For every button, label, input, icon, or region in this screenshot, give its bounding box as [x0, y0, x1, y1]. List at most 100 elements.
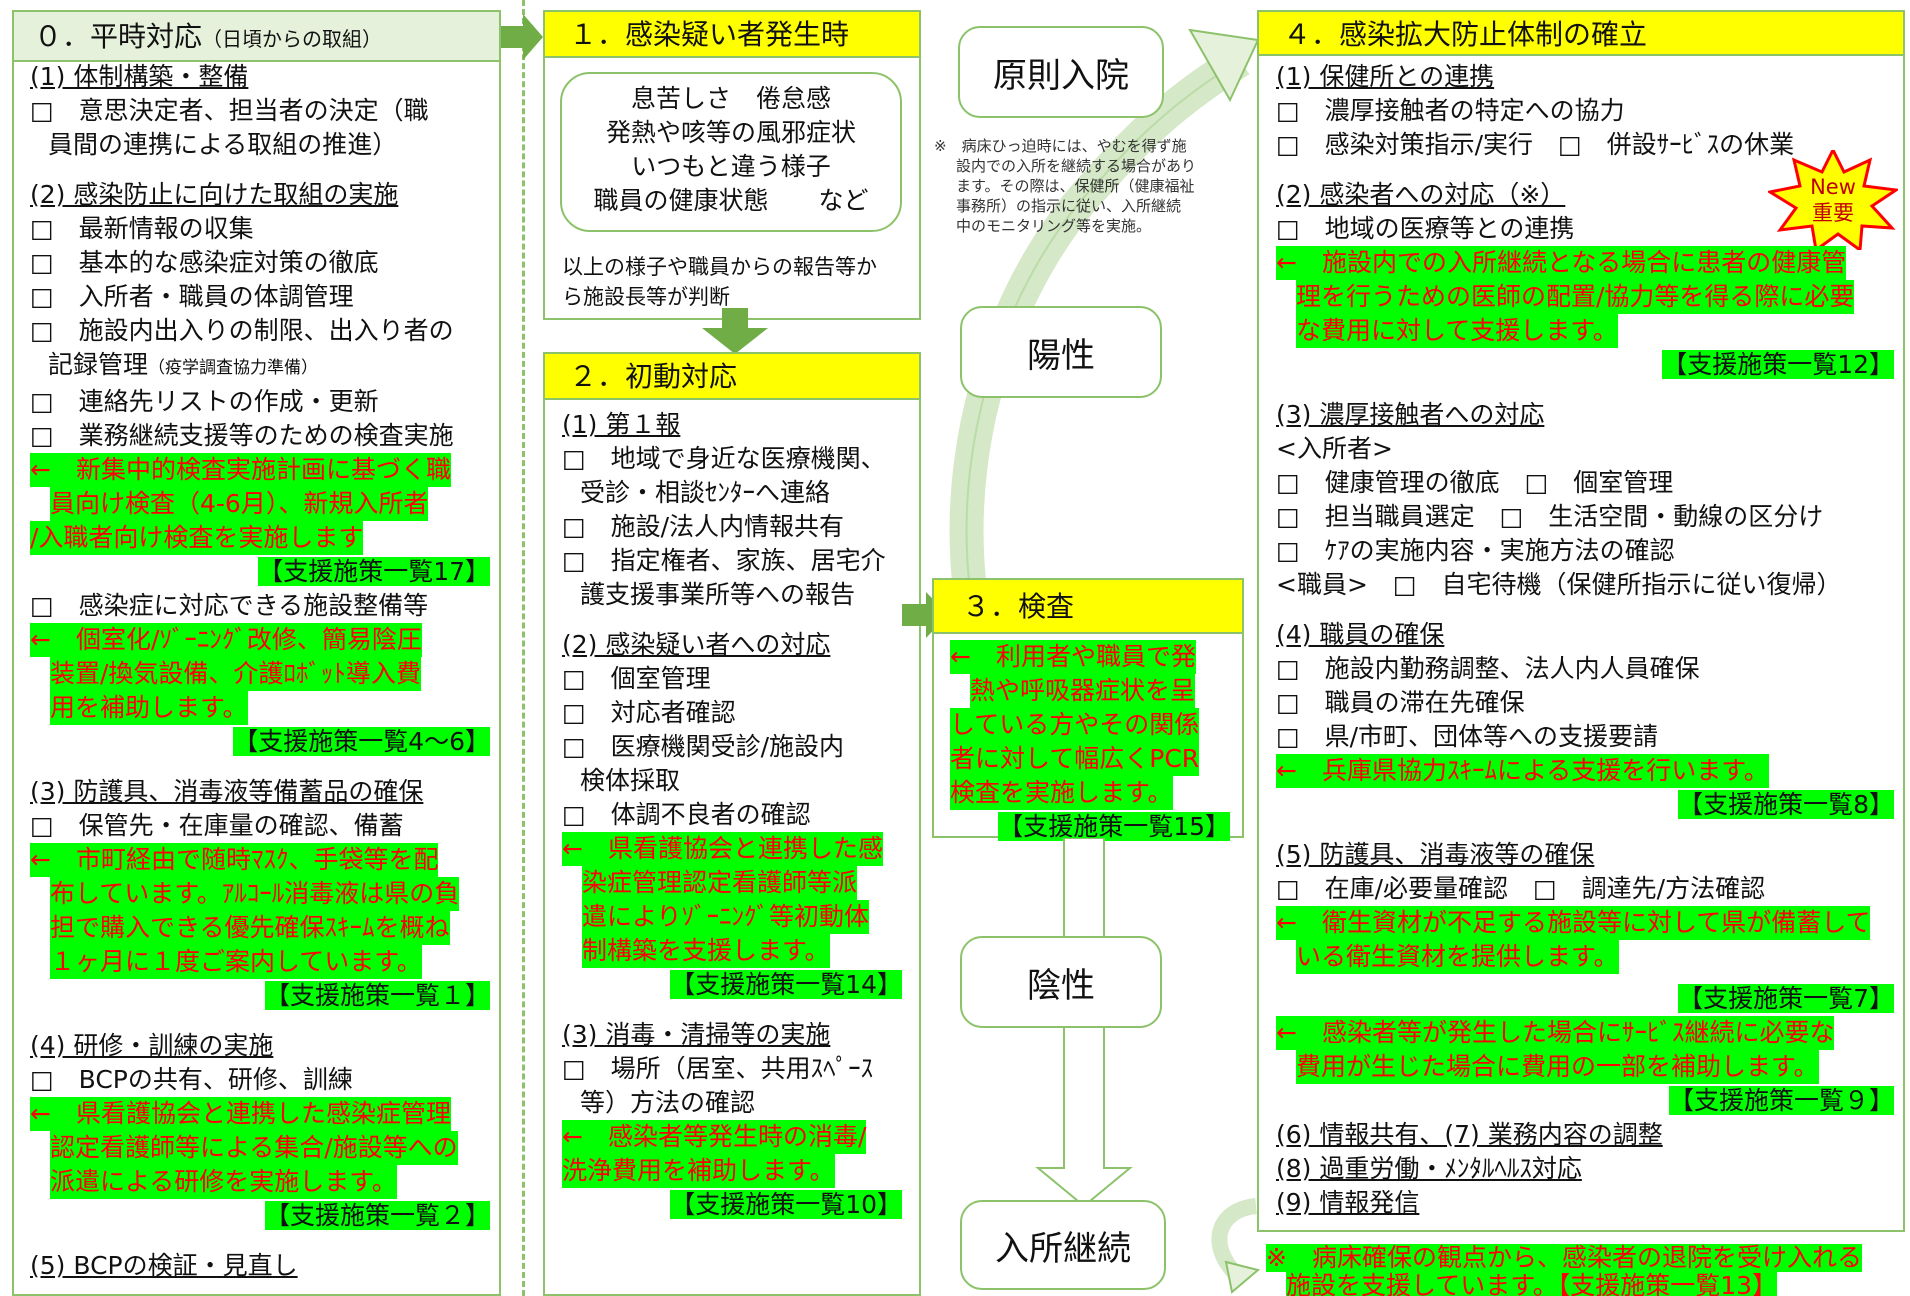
- positive-box: 陽性: [960, 306, 1162, 398]
- col4-s4-ref: 【支援施策一覧8】: [1678, 790, 1894, 819]
- col0-s3-red-c: 担で購入できる優先確保ｽｷｰﾑを概ね: [50, 911, 450, 945]
- col4-s8: (8) 過重労働・ﾒﾝﾀﾙﾍﾙｽ対応: [1276, 1154, 1582, 1183]
- col0-s2-red1c: /入職者向け検査を実施します: [30, 521, 364, 555]
- col4-s5-red2a: ← 感染者等が発生した場合にｻｰﾋﾞｽ継続に必要な: [1276, 1016, 1835, 1050]
- col2-s2-i3b: 検体採取: [580, 766, 681, 795]
- col4-s1-i1: □ 濃厚接触者の特定への協力: [1276, 96, 1625, 125]
- col0-s1-head: (1) 体制構築・整備: [30, 62, 249, 91]
- col0-s2-i1: □ 最新情報の収集: [30, 214, 254, 243]
- test-ref: 【支援施策一覧15】: [998, 812, 1230, 841]
- symptom-1: 息苦しさ 倦怠感: [630, 84, 831, 113]
- col4-s5-red1a: ← 衛生資材が不足する施設等に対して県が備蓄して: [1276, 906, 1871, 940]
- col0-s2-red1b: 員向け検査（4-6月）、新規入所者: [50, 487, 429, 521]
- dashed-divider: [522, 0, 525, 1296]
- col2-s2-ref: 【支援施策一覧14】: [670, 970, 902, 999]
- col1-header: １．感染疑い者発生時: [543, 10, 921, 58]
- col0-title: ０．平時対応: [34, 20, 203, 53]
- arrow-right-icon: [501, 14, 543, 60]
- test-content: ← 利用者や職員で発 熱や呼吸器症状を呈 している方やその関係 者に対して幅広く…: [950, 640, 1230, 844]
- col2-s1-i3a: □ 指定権者、家族、居宅介: [562, 546, 886, 575]
- col0-s4-ref: 【支援施策一覧２】: [264, 1201, 490, 1230]
- col2-s3-red-b: 洗浄費用を補助します。: [562, 1154, 835, 1188]
- test-red-e: 検査を実施します。: [950, 776, 1173, 810]
- col0-s4-i1: □ BCPの共有、研修、訓練: [30, 1065, 353, 1094]
- bottom-note: ※ 病床確保の観点から、感染者の退院を受け入れる 施設を支援しています。【支援施…: [1266, 1244, 1906, 1296]
- col0-header: ０．平時対応（日頃からの取組）: [12, 10, 501, 62]
- col4-s3-i4: <職員> □ 自宅待機（保健所指示に従い復帰）: [1276, 570, 1842, 599]
- continue-box: 入所継続: [960, 1200, 1166, 1290]
- col2-s2-red-a: ← 県看護協会と連携した感: [562, 832, 883, 866]
- test-title: ３．検査: [962, 590, 1075, 623]
- col0-s2-i5: □ 連絡先リストの作成・更新: [30, 387, 379, 416]
- col2-s2-red-d: 制構築を支援します。: [582, 934, 830, 968]
- test-red-b: 熱や呼吸器症状を呈: [970, 674, 1196, 708]
- symptom-4: 職員の健康状態 など: [593, 186, 869, 215]
- col2-s3-ref: 【支援施策一覧10】: [670, 1190, 902, 1219]
- col0-s2-i4b-small: （疫学調査協力準備）: [148, 358, 319, 378]
- symptom-3: いつもと違う様子: [631, 152, 831, 181]
- note-1: ※ 病床ひっ迫時には、やむを得ず施: [934, 137, 1187, 155]
- col4-s2-red-c: な費用に対して支援します。: [1296, 314, 1618, 348]
- col2-s2-i4: □ 体調不良者の確認: [562, 800, 811, 829]
- col4-s5-red2b: 費用が生じた場合に費用の一部を補助します。: [1296, 1050, 1819, 1084]
- col2-title: ２．初動対応: [569, 360, 738, 393]
- judge-text: 以上の様子や職員からの報告等か ら施設長等が判断: [562, 252, 877, 312]
- bottom-note-a: ※ 病床確保の観点から、感染者の退院を受け入れる: [1266, 1243, 1862, 1272]
- col0-s3-head: (3) 防護具、消毒液等備蓄品の確保: [30, 777, 424, 806]
- note-3: ます。その際は、保健所（健康福祉: [956, 177, 1195, 195]
- principle-box: 原則入院: [958, 26, 1164, 118]
- starburst-badge-icon: [1768, 150, 1898, 250]
- arrow-down-icon: [702, 308, 768, 354]
- badge-important: 重要: [1812, 201, 1854, 225]
- col4-s1-head: (1) 保健所との連携: [1276, 62, 1495, 91]
- col0-s2-ref1: 【支援施策一覧17】: [258, 557, 490, 586]
- col0-s4-red-b: 認定看護師等による集合/施設等への: [50, 1131, 458, 1165]
- col4-s2-red-a: ← 施設内での入所継続となる場合に患者の健康管: [1276, 246, 1847, 280]
- col4-s5-red1b: いる衛生資材を提供します。: [1296, 940, 1619, 974]
- col0-s2-red2b: 装置/換気設備、介護ﾛﾎﾞｯﾄ導入費: [50, 657, 421, 691]
- col0-s2-red1a: ← 新集中的検査実施計画に基づく職: [30, 453, 451, 487]
- col2-s3-i1a: □ 場所（居室、共用ｽﾍﾟｰｽ: [562, 1054, 874, 1083]
- test-red-c: している方やその関係: [950, 708, 1200, 742]
- col4-s6: (6) 情報共有、(7) 業務内容の調整: [1276, 1120, 1663, 1149]
- negative-box: 陰性: [960, 936, 1162, 1028]
- col0-s1-i1a: □ 意思決定者、担当者の決定（職: [30, 96, 429, 125]
- note-2: 設内での入所を継続する場合があり: [956, 157, 1197, 175]
- col2-s1-head: (1) 第１報: [562, 410, 681, 439]
- note-4: 事務所）の指示に従い、入所継続: [956, 197, 1182, 215]
- col4-s2-head: (2) 感染者への対応（※）: [1276, 180, 1566, 209]
- bottom-note-b: 施設を支援しています。【支援施策一覧13】: [1286, 1272, 1778, 1296]
- badge-new: New: [1810, 175, 1856, 199]
- col2-s1-i1a: □ 地域で身近な医療機関、: [562, 444, 886, 473]
- test-red-a: ← 利用者や職員で発: [950, 640, 1196, 674]
- col0-s3-ref: 【支援施策一覧１】: [264, 981, 490, 1010]
- col4-s4-i1: □ 施設内勤務調整、法人内人員確保: [1276, 654, 1700, 683]
- col4-s3-i2: □ 担当職員選定 □ 生活空間・動線の区分け: [1276, 502, 1824, 531]
- col4-s3-i1: □ 健康管理の徹底 □ 個室管理: [1276, 468, 1674, 497]
- col2-s2-red-c: 遣によりｿﾞｰﾆﾝｸﾞ等初動体: [582, 900, 870, 934]
- col0-s4-red-a: ← 県看護協会と連携した感染症管理: [30, 1097, 451, 1131]
- col2-s2-i3a: □ 医療機関受診/施設内: [562, 732, 845, 761]
- col0-s3-i1: □ 保管先・在庫量の確認、備蓄: [30, 811, 404, 840]
- col4-s4-head: (4) 職員の確保: [1276, 620, 1445, 649]
- judge-a: 以上の様子や職員からの報告等か: [562, 255, 877, 279]
- col4-s5-ref1: 【支援施策一覧7】: [1678, 984, 1894, 1013]
- col4-s9: (9) 情報発信: [1276, 1188, 1420, 1217]
- symptom-2: 発熱や咳等の風邪症状: [605, 118, 856, 147]
- col2-s2-i2: □ 対応者確認: [562, 698, 736, 727]
- col0-s2-ref2: 【支援施策一覧4～6】: [233, 727, 490, 756]
- col2-s1-i2: □ 施設/法人内情報共有: [562, 512, 845, 541]
- col4-s5-ref2: 【支援施策一覧９】: [1668, 1086, 1894, 1115]
- col0-s4-red-c: 派遣による研修を実施します。: [50, 1165, 397, 1199]
- hospital-note: ※ 病床ひっ迫時には、やむを得ず施 設内での入所を継続する場合があり ます。その…: [934, 136, 1244, 236]
- col1-panel: [543, 10, 921, 320]
- col4-s3-i3: □ ｹｱの実施内容・実施方法の確認: [1276, 536, 1675, 565]
- col0-s5-head: (5) BCPの検証・見直し: [30, 1251, 298, 1280]
- col2-header: ２．初動対応: [543, 352, 921, 400]
- col0-s2-red2c: 用を補助します。: [50, 691, 248, 725]
- col2-content: (1) 第１報 □ 地域で身近な医療機関、 受診・相談ｾﾝﾀｰへ連絡 □ 施設/…: [562, 408, 902, 1222]
- col4-s3-i0: <入所者>: [1276, 434, 1393, 463]
- col2-s2-head: (2) 感染疑い者への対応: [562, 630, 831, 659]
- col4-s1-i2: □ 感染対策指示/実行 □ 併設ｻｰﾋﾞｽの休業: [1276, 130, 1795, 159]
- positive-label: 陽性: [1027, 335, 1095, 376]
